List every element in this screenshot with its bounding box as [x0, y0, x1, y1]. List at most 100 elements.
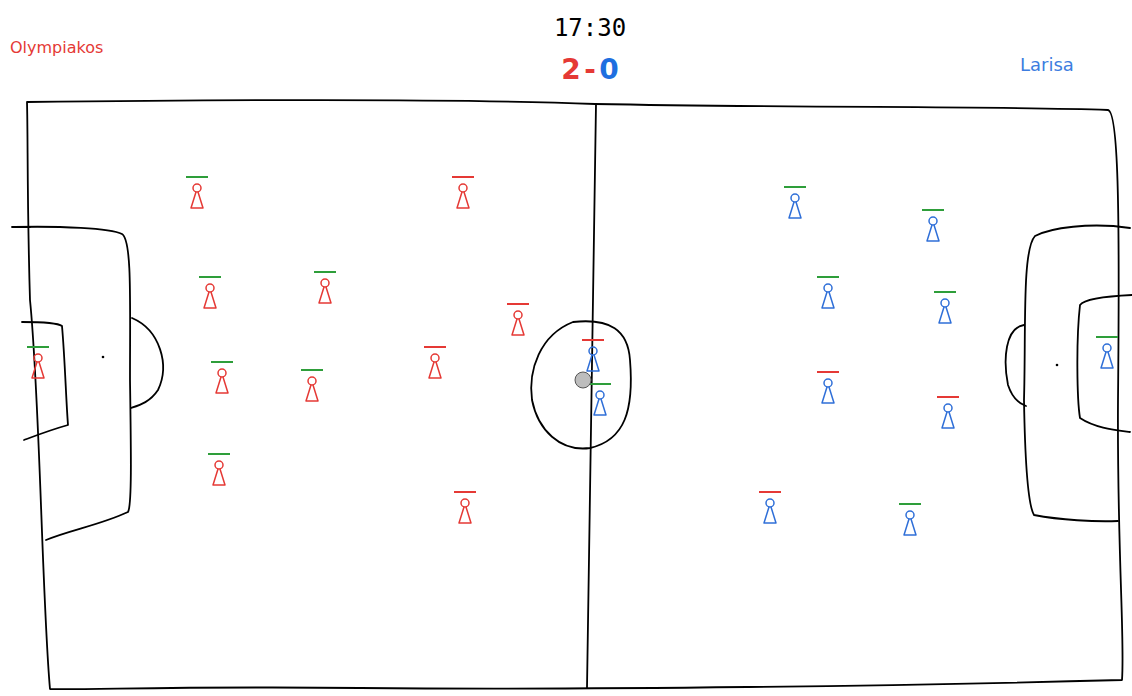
player-figure	[424, 347, 446, 378]
player-figure	[454, 492, 476, 523]
player-figure	[211, 362, 233, 393]
player-figure	[899, 504, 921, 535]
player-head	[321, 279, 329, 287]
stamina-bar	[314, 271, 336, 273]
stamina-bar	[784, 186, 806, 188]
pitch-outline	[27, 100, 1123, 689]
player-figure	[507, 304, 529, 335]
player-body	[216, 377, 228, 393]
halfway-line	[587, 104, 596, 688]
player-figure	[922, 210, 944, 241]
home-score: 2	[561, 56, 580, 84]
player-body	[942, 412, 954, 428]
center-circle	[531, 321, 631, 448]
penalty-spot	[1056, 364, 1059, 367]
player-head	[791, 194, 799, 202]
stamina-bar	[301, 369, 323, 371]
player-body	[213, 469, 225, 485]
player-head	[941, 299, 949, 307]
left-penalty-arc	[131, 318, 163, 408]
player-head	[1103, 344, 1111, 352]
left-goal-area	[22, 322, 68, 440]
player-body	[822, 387, 834, 403]
player-body	[594, 399, 606, 415]
player-head	[308, 377, 316, 385]
away-score: 0	[599, 56, 618, 84]
player-figure	[589, 384, 611, 415]
player-body	[457, 192, 469, 208]
player-figure	[314, 272, 336, 303]
stamina-bar	[199, 276, 221, 278]
score-separator: -	[584, 56, 596, 84]
stamina-bar	[507, 303, 529, 305]
player-figure	[937, 397, 959, 428]
stamina-bar	[759, 491, 781, 493]
player-figure	[759, 492, 781, 523]
player-head	[193, 184, 201, 192]
player-figure	[784, 187, 806, 218]
player-figure	[199, 277, 221, 308]
player-body	[204, 292, 216, 308]
player-head	[34, 354, 42, 362]
player-head	[514, 311, 522, 319]
player-figure	[1096, 337, 1118, 368]
stamina-bar	[211, 361, 233, 363]
player-head	[766, 499, 774, 507]
player-body	[927, 225, 939, 241]
player-figure	[817, 372, 839, 403]
player-body	[764, 507, 776, 523]
penalty-spot	[102, 356, 105, 359]
left-touch-tick	[12, 226, 30, 228]
stamina-bar	[582, 339, 604, 341]
stamina-bar	[27, 346, 49, 348]
player-head	[215, 461, 223, 469]
player-head	[461, 499, 469, 507]
stamina-bar	[1096, 336, 1118, 338]
player-body	[459, 507, 471, 523]
player-body	[429, 362, 441, 378]
player-body	[319, 287, 331, 303]
player-body	[1101, 352, 1113, 368]
player-head	[596, 391, 604, 399]
player-head	[206, 284, 214, 292]
player-head	[589, 347, 597, 355]
stamina-bar	[186, 176, 208, 178]
player-head	[944, 404, 952, 412]
player-body	[789, 202, 801, 218]
player-body	[306, 385, 318, 401]
player-head	[824, 379, 832, 387]
stamina-bar	[937, 396, 959, 398]
match-clock: 17:30	[554, 16, 626, 40]
stamina-bar	[817, 276, 839, 278]
player-figure	[27, 347, 49, 378]
player-head	[459, 184, 467, 192]
stamina-bar	[208, 453, 230, 455]
player-body	[191, 192, 203, 208]
player-body	[822, 292, 834, 308]
stamina-bar	[899, 503, 921, 505]
stamina-bar	[424, 346, 446, 348]
player-body	[904, 519, 916, 535]
right-penalty-arc	[1006, 325, 1026, 406]
player-figure	[582, 340, 604, 371]
stamina-bar	[452, 176, 474, 178]
player-figure	[301, 370, 323, 401]
player-head	[218, 369, 226, 377]
player-head	[431, 354, 439, 362]
stamina-bar	[922, 209, 944, 211]
stamina-bar	[934, 291, 956, 293]
player-body	[939, 307, 951, 323]
player-figure	[817, 277, 839, 308]
player-body	[32, 362, 44, 378]
stamina-bar	[589, 383, 611, 385]
player-head	[824, 284, 832, 292]
player-figure	[208, 454, 230, 485]
home-team-name: Olympiakos	[10, 40, 103, 56]
player-head	[906, 511, 914, 519]
ball	[575, 372, 591, 388]
stamina-bar	[454, 491, 476, 493]
away-team-name: Larisa	[1020, 56, 1074, 74]
player-head	[929, 217, 937, 225]
right-goal-area	[1077, 295, 1132, 432]
